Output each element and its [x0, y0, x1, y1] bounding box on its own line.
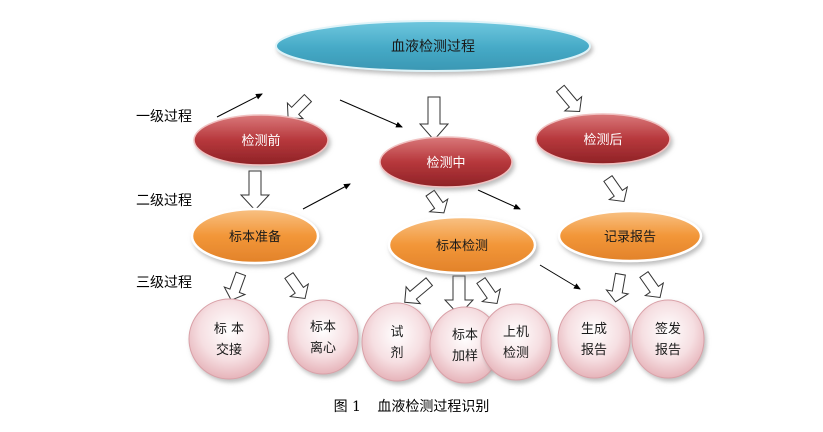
node-machine-label-1: 上机 — [503, 325, 529, 340]
node-post — [535, 113, 671, 165]
node-centrifuge-label-2: 离心 — [310, 340, 336, 356]
node-root — [275, 20, 591, 72]
node-detect-label: 标本检测 — [436, 239, 488, 254]
arrow-mid-to-detect — [425, 189, 449, 214]
arrow-detect-to-machine — [476, 276, 502, 305]
node-prep-label: 标本准备 — [229, 229, 281, 245]
node-sign-label-1: 签发 — [655, 321, 681, 337]
figure-title: 血液检测过程识别 — [377, 399, 490, 415]
node-addsample-label-1: 标本 — [452, 328, 478, 343]
node-pre-label: 检测前 — [241, 133, 280, 149]
seq-arrow-level2-start — [302, 183, 351, 210]
figure-caption: 图 1 血液检测过程识别 — [0, 396, 823, 416]
node-handover-label-1: 标 本 — [214, 322, 244, 337]
arrow-record-to-generate — [605, 272, 630, 303]
arrow-post-to-record — [603, 174, 629, 203]
seq-arrow-detect-to-generate — [539, 264, 581, 290]
figure-number: 图 1 — [333, 399, 361, 415]
node-centrifuge — [287, 299, 359, 375]
node-mid-label: 检测中 — [426, 156, 465, 171]
arrow-prep-to-handover — [223, 271, 247, 301]
arrow-pre-to-prep — [239, 170, 271, 211]
node-generate-label-1: 生成 — [581, 322, 607, 337]
node-machine — [480, 303, 552, 381]
sequence-arrows — [216, 93, 581, 290]
node-prep — [190, 207, 320, 265]
node-mid — [379, 136, 513, 188]
level-label-3: 三级过程 — [136, 275, 192, 291]
level-label-2: 二级过程 — [136, 193, 192, 209]
level-label-1: 一级过程 — [136, 109, 192, 125]
node-handover-label-2: 交接 — [216, 342, 242, 358]
node-generate-label-2: 报告 — [581, 343, 607, 358]
arrow-detect-to-reagent — [404, 277, 434, 305]
node-pre — [193, 114, 329, 166]
arrow-root-to-pre — [286, 93, 313, 120]
node-detect — [387, 215, 537, 275]
node-reagent — [361, 302, 433, 382]
node-root-label: 血液检测过程 — [391, 39, 475, 55]
arrow-root-to-mid — [418, 96, 450, 141]
hollow-arrows — [223, 84, 665, 316]
node-sign — [631, 299, 705, 379]
node-generate — [557, 299, 631, 379]
node-reagent-label-1: 试 — [390, 325, 403, 340]
seq-arrow-level1-start — [216, 93, 263, 118]
node-record-label: 记录报告 — [604, 230, 656, 245]
node-centrifuge-label-1: 标本 — [310, 320, 336, 335]
node-reagent-label-2: 剂 — [390, 346, 403, 361]
node-record — [557, 209, 703, 263]
arrow-prep-to-centrifuge — [284, 271, 310, 300]
node-addsample-label-2: 加样 — [452, 349, 478, 364]
node-sign-label-2: 报告 — [655, 343, 681, 358]
arrow-record-to-sign — [639, 270, 665, 299]
node-handover — [188, 298, 270, 380]
seq-arrow-mid-to-detect — [477, 189, 521, 210]
seq-arrow-root-to-mid — [339, 99, 403, 128]
node-machine-label-2: 检测 — [503, 346, 529, 361]
arrow-root-to-post — [555, 84, 583, 113]
node-post-label: 检测后 — [583, 133, 622, 148]
